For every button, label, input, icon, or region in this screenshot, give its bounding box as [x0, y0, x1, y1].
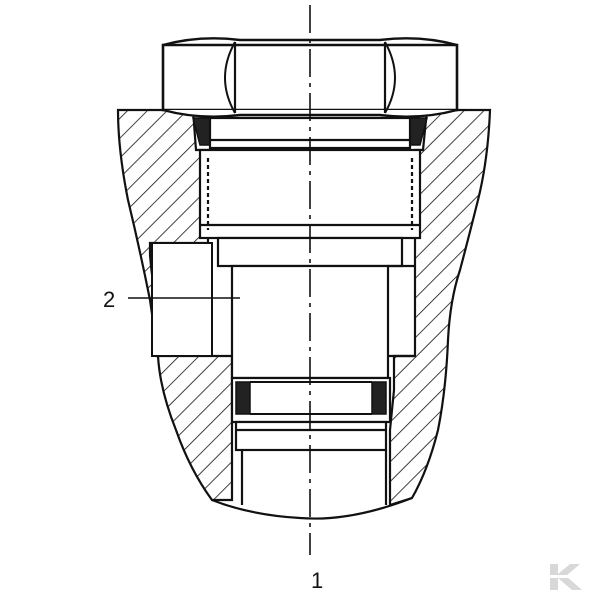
lower-bore [240, 450, 388, 505]
lower-seal [235, 381, 387, 415]
callout-label-1: 1 [311, 568, 324, 593]
brand-watermark-logo [548, 564, 592, 590]
callout-label-2: 2 [103, 287, 116, 312]
housing-lower-contour [211, 496, 413, 520]
side-port [151, 242, 213, 357]
